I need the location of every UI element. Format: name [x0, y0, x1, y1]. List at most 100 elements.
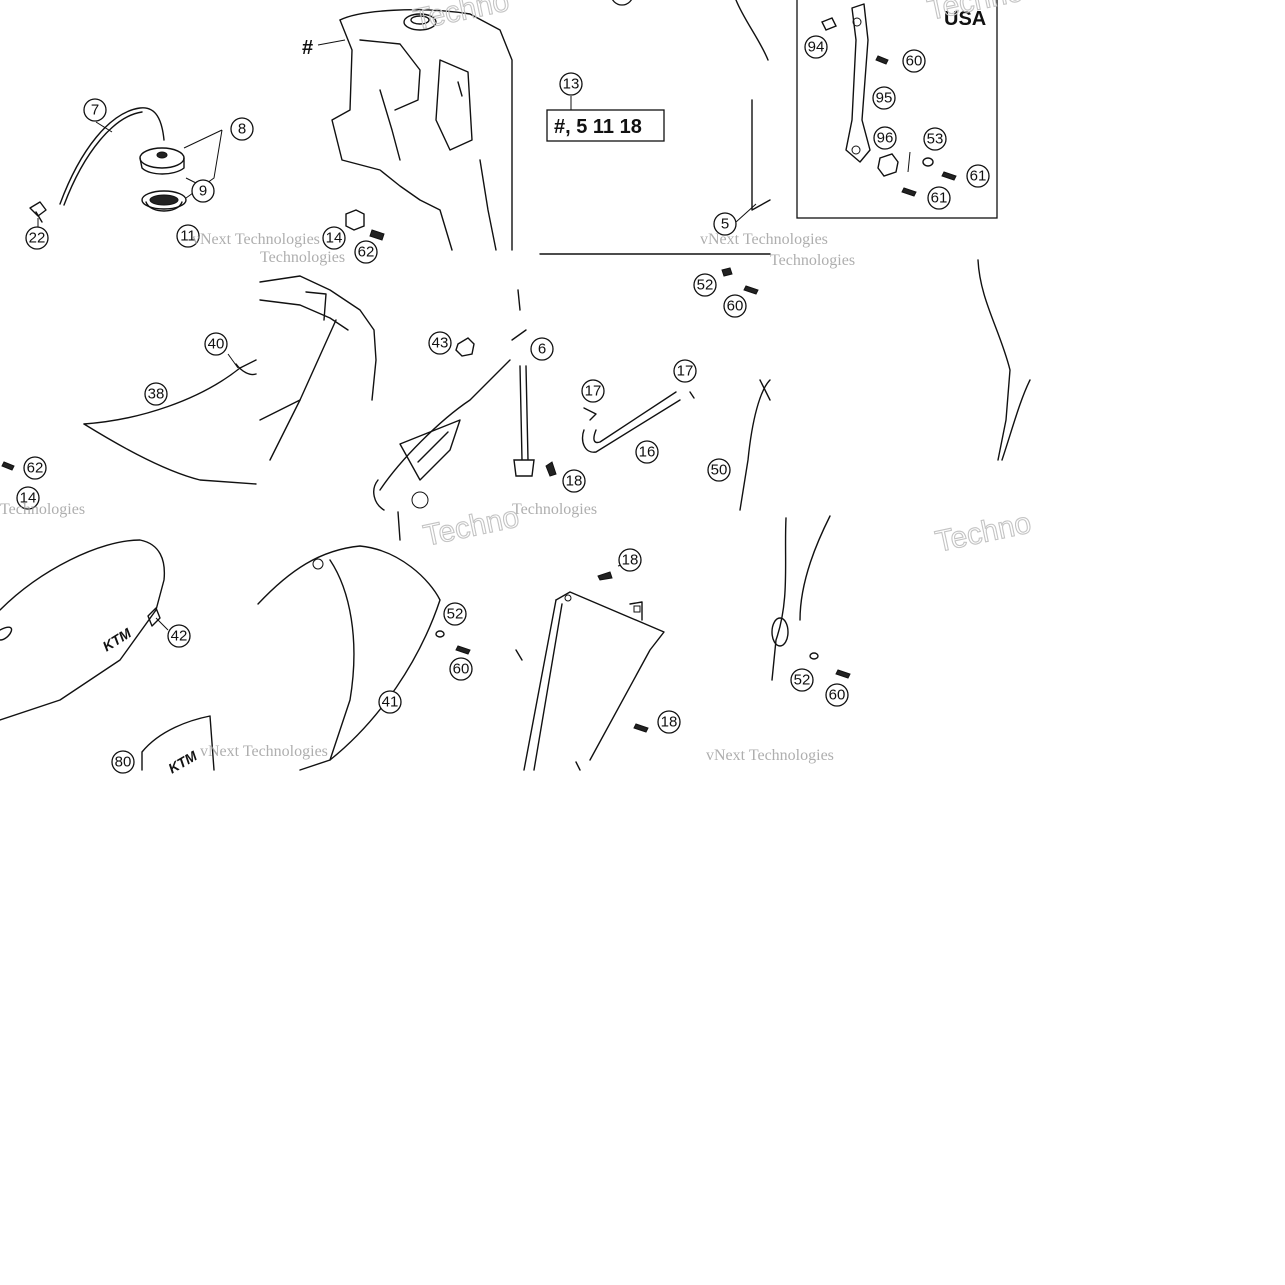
usa-inset-frame [796, 0, 998, 219]
svg-text:40: 40 [208, 336, 225, 353]
callout-5: 5 [713, 212, 737, 236]
callout-60-right: 60 [825, 683, 849, 707]
clamp-96 [877, 153, 899, 177]
callout-8: 8 [230, 117, 254, 141]
fuel-hose [59, 107, 165, 205]
tile-fuel-tank [317, 9, 513, 251]
svg-text:6: 6 [538, 341, 546, 358]
callout-94: 94 [804, 35, 828, 59]
svg-text:43: 43 [432, 335, 449, 352]
fuel-cap [139, 147, 185, 175]
callout-17: 17 [581, 379, 605, 403]
hose-elbow-fitting [29, 201, 47, 223]
callout-9: 9 [191, 179, 215, 203]
seat-42 [0, 539, 166, 721]
tile-side-panel-41 [257, 545, 471, 771]
callout-95: 95 [872, 86, 896, 110]
svg-text:50: 50 [711, 462, 728, 479]
callout-14: 14 [322, 226, 346, 250]
svg-text:62: 62 [614, 0, 631, 3]
callout-60: 60 [723, 294, 747, 318]
svg-text:22: 22 [29, 230, 46, 247]
svg-text:17: 17 [585, 383, 602, 400]
svg-text:94: 94 [808, 39, 825, 56]
watermark-technologies: Technologies [770, 252, 855, 269]
tile-tank-kit [539, 0, 771, 255]
callout-60-usa: 60 [902, 49, 926, 73]
svg-text:61: 61 [970, 168, 987, 185]
svg-text:16: 16 [639, 444, 656, 461]
callout-40: 40 [204, 332, 228, 356]
watermark-vnext: vNext Technologies [200, 743, 328, 760]
watermark-technologies: Technologies [0, 501, 85, 518]
callout-6: 6 [530, 337, 554, 361]
svg-text:60: 60 [727, 298, 744, 315]
watermark-technologies: Technologies [512, 501, 597, 518]
callout-96: 96 [873, 126, 897, 150]
tile-fork-guard [977, 259, 1031, 461]
tile-fuel-hose [511, 267, 771, 511]
tile-fuel-cap [29, 107, 223, 223]
tile-seat-front [1, 359, 257, 485]
svg-text:14: 14 [20, 490, 37, 507]
callout-38: 38 [144, 382, 168, 406]
svg-text:52: 52 [794, 672, 811, 689]
svg-text:11: 11 [180, 228, 196, 245]
callout-18-bottom: 18 [657, 710, 681, 734]
watermark-vnext: vNext Technologies [192, 231, 320, 248]
svg-text:52: 52 [447, 606, 464, 623]
tile-number-plate [515, 571, 665, 771]
svg-text:9: 9 [199, 183, 207, 200]
svg-text:61: 61 [931, 190, 948, 207]
seat-38 [83, 359, 257, 425]
bushing-94 [821, 17, 837, 31]
callout-43: 43 [428, 331, 452, 355]
hash-label: # [302, 37, 313, 59]
clip-17 [583, 391, 695, 421]
svg-text:18: 18 [622, 552, 639, 569]
spacer [345, 209, 365, 231]
svg-text:60: 60 [453, 661, 470, 678]
callout-16: 16 [635, 440, 659, 464]
svg-text:41: 41 [382, 694, 399, 711]
radiator-spoiler-50 [739, 379, 771, 511]
svg-text:18: 18 [661, 714, 678, 731]
callout-61: 61 [966, 164, 990, 188]
watermark-technologies: Technologies [260, 249, 345, 266]
svg-text:14: 14 [326, 230, 343, 247]
svg-text:38: 38 [148, 386, 165, 403]
tile-usa-inset [796, 0, 998, 219]
svg-text:8: 8 [238, 121, 246, 138]
callout-22: 22 [25, 226, 49, 250]
callout-42: 42 [167, 624, 191, 648]
callout-61-lower: 61 [927, 186, 951, 210]
svg-text:7: 7 [91, 102, 99, 119]
svg-text:62: 62 [27, 460, 44, 477]
svg-text:13: 13 [563, 76, 580, 93]
tile-side-cover [259, 275, 511, 541]
svg-text:17: 17 [677, 363, 694, 380]
cap-gasket [141, 190, 187, 212]
bracket-95 [845, 3, 871, 163]
screw-62 [369, 229, 385, 241]
callout-62-top: 62 [612, 0, 632, 6]
callout-52-mid: 52 [443, 602, 467, 626]
svg-text:42: 42 [171, 628, 188, 645]
rubber-43 [455, 337, 475, 357]
svg-text:96: 96 [877, 130, 894, 147]
callout-80: 80 [111, 750, 135, 774]
svg-text:52: 52 [697, 277, 714, 294]
callout-41: 41 [378, 690, 402, 714]
tap-assembly [513, 365, 535, 477]
callout-18-top: 18 [618, 548, 642, 572]
svg-text:95: 95 [876, 90, 893, 107]
svg-text:60: 60 [829, 687, 846, 704]
tile-radiator-spoiler [771, 515, 851, 681]
callout-17-right: 17 [673, 359, 697, 383]
callout-13: 13 [559, 72, 583, 96]
usa-label: USA [944, 8, 986, 30]
callout-7: 7 [83, 98, 107, 122]
callout-18: 18 [562, 469, 586, 493]
svg-text:62: 62 [358, 244, 375, 261]
